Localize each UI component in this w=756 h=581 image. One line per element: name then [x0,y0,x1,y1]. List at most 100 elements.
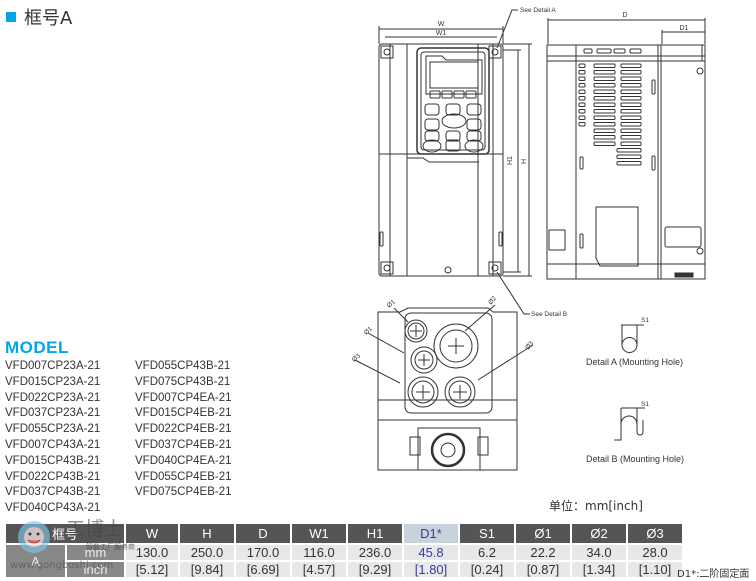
dim-d1-label: D1 [680,25,689,32]
model-item: VFD015CP43B-21 [5,454,101,467]
vent-slot [583,48,593,54]
vent-slot [620,135,642,140]
value-cell: [6.69] [234,560,292,579]
watermark-subtitle: 智能工厂服务商 [86,542,135,551]
vent-slot [620,128,642,133]
value-cell: 130.0 [124,543,180,562]
vent-slot [616,161,642,166]
value-cell: 6.2 [458,543,516,562]
value-cell: 250.0 [178,543,236,562]
side-vents [578,48,642,166]
title-bullet-icon [6,12,16,22]
vent-slot [578,83,586,88]
model-item: VFD055CP43B-21 [135,360,231,372]
phi1-label-top: Ø1 [386,298,397,309]
front-view: W W1 H1 H See Detail A [378,7,567,318]
frame-title-text: 框号A [24,8,73,29]
vent-slot [578,109,586,114]
value-cell: [9.84] [178,560,236,579]
vent-slot [593,115,616,120]
vent-slot [578,63,586,68]
phi2-label: Ø2 [487,295,498,306]
value-cell: [1.80] [402,560,460,579]
vent-slot [593,83,616,88]
dim-w1-label: W1 [436,30,447,37]
bottom-view [354,304,534,471]
value-cell: 28.0 [626,543,684,562]
model-heading: MODEL [5,338,69,357]
vent-slot [620,89,642,94]
value-cell: 170.0 [234,543,292,562]
vent-slot [620,76,642,81]
dim-d-label: D [622,12,627,19]
header-phi1: Ø1 [514,522,572,545]
model-item: VFD040CP43A-21 [5,502,101,515]
value-cell: [1.34] [570,560,628,579]
model-item: VFD015CP23A-21 [5,375,101,388]
model-item: VFD037CP23A-21 [5,407,101,420]
vent-slot [620,141,642,146]
vent-slot [578,122,586,127]
unit-cell: inch [65,560,126,579]
model-item: VFD037CP4EB-21 [135,438,232,451]
model-item: VFD055CP4EB-21 [135,470,232,483]
phi3-label: Ø3 [351,352,362,363]
detail-b-drawing [614,407,645,441]
table-row: inch[5.12][9.84][6.69][4.57][9.29][1.80]… [5,560,684,579]
value-cell: 34.0 [570,543,628,562]
watermark-brand: 工博士 [66,518,123,540]
vent-slot [593,122,616,127]
model-item: VFD022CP23A-21 [5,391,101,404]
dimension-drawing: W W1 H1 H See Detail A [351,7,706,471]
value-cell: [0.87] [514,560,572,579]
vent-slot [578,96,586,101]
vent-slot [616,148,642,153]
phi3-label-right: Ø3 [524,340,535,351]
header-phi3: Ø3 [626,522,684,545]
side-view: D D1 [546,12,706,280]
header-w: W [124,522,180,545]
header-d1: D1* [402,522,460,545]
vent-slot [596,48,612,54]
see-detail-a-label: See Detail A [520,7,556,14]
vent-slot [620,109,642,114]
value-cell: 236.0 [346,543,404,562]
vent-slot [620,70,642,75]
vent-slot [620,83,642,88]
watermark-logo: 工博士 智能工厂服务商 www.gongboshi.com [10,518,135,571]
vent-slot [593,135,616,140]
header-h1: H1 [346,522,404,545]
detail-a-caption: Detail A (Mounting Hole) [586,357,683,367]
vent-slot [578,70,586,75]
value-cell: [1.10] [626,560,684,579]
header-d: D [234,522,292,545]
model-item: VFD022CP4EB-21 [135,423,232,436]
dim-h1-label: H1 [507,156,514,165]
vent-slot [593,70,616,75]
model-item: VFD007CP4EA-21 [135,391,232,404]
dim-h-label: H [521,159,528,164]
header-w1: W1 [290,522,348,545]
vent-slot [578,76,586,81]
watermark-url: www.gongboshi.com [10,560,113,571]
vent-slot [593,76,616,81]
model-item: VFD037CP43B-21 [5,486,101,499]
vent-slot [593,128,616,133]
value-cell: [9.29] [346,560,404,579]
vent-slot [593,89,616,94]
header-s1: S1 [458,522,516,545]
header-phi2: Ø2 [570,522,628,545]
phi1-label: Ø1 [363,325,374,336]
detail-a-drawing [621,324,644,353]
detail-b-s1-label: S1 [641,401,649,408]
model-item: VFD055CP23A-21 [5,423,101,436]
model-item: VFD007CP43A-21 [5,438,101,451]
vent-slot [620,115,642,120]
vent-slot [616,154,642,159]
model-item: VFD007CP23A-21 [5,360,101,372]
vent-slot [578,89,586,94]
value-cell: 22.2 [514,543,572,562]
detail-b-caption: Detail B (Mounting Hole) [586,454,684,464]
dim-w-label: W [438,21,445,28]
